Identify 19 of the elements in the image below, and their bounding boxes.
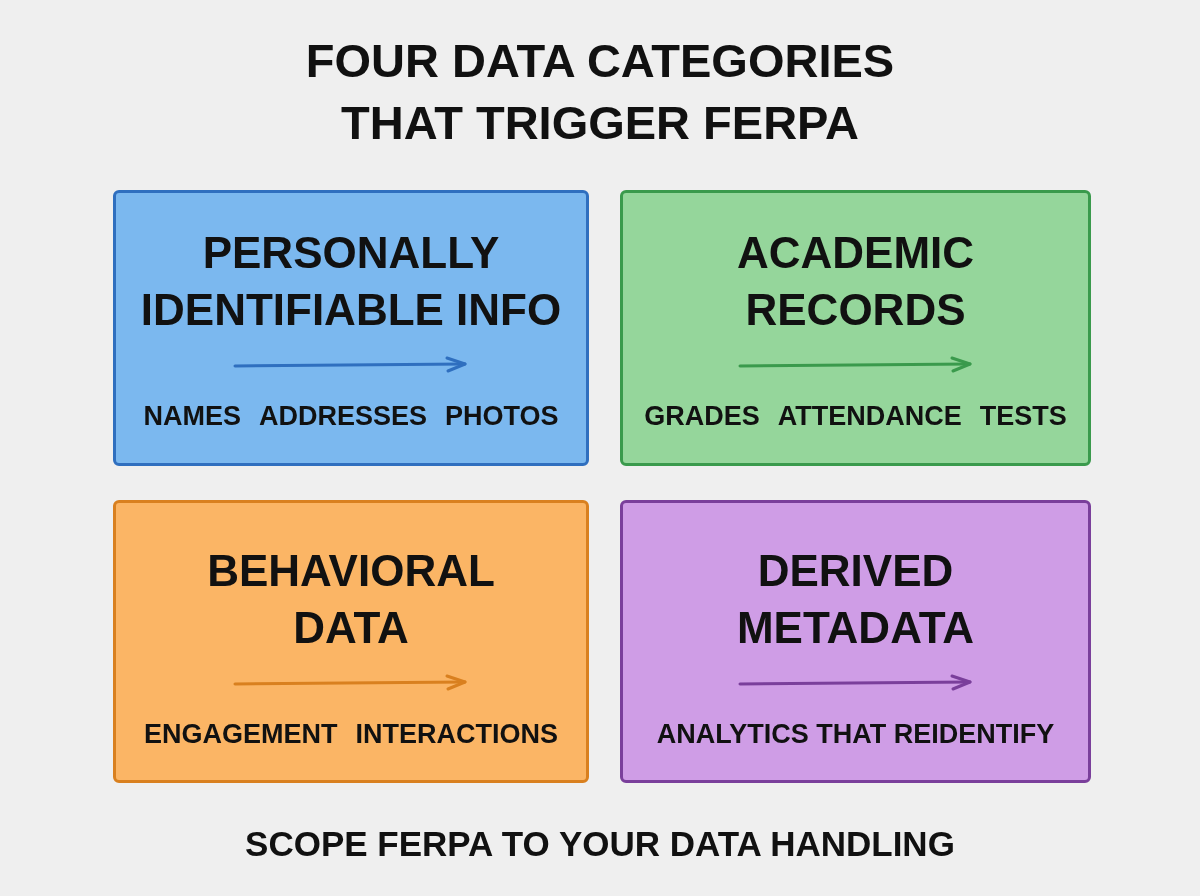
example-label: INTERACTIONS xyxy=(355,718,558,750)
category-card xyxy=(113,500,589,783)
category-card xyxy=(113,190,589,466)
example-label: PHOTOS xyxy=(445,400,559,432)
example-label: ANALYTICS THAT REIDENTIFY xyxy=(656,718,1055,750)
example-label: TESTS xyxy=(979,400,1067,432)
example-label: GRADES xyxy=(644,400,760,432)
example-label: ATTENDANCE xyxy=(777,400,962,432)
category-card xyxy=(620,500,1091,783)
category-heading: BEHAVIORAL DATA xyxy=(206,545,496,654)
example-label: NAMES xyxy=(143,400,241,432)
example-label: ADDRESSES xyxy=(258,400,427,432)
caption: SCOPE FERPA TO YOUR DATA HANDLING xyxy=(244,823,956,865)
example-label: ENGAGEMENT xyxy=(144,718,338,750)
category-heading: DERIVED METADATA xyxy=(735,545,976,654)
category-heading: ACADEMIC RECORDS xyxy=(735,227,976,336)
title: FOUR DATA CATEGORIES THAT TRIGGER FERPA xyxy=(304,33,896,151)
category-card xyxy=(620,190,1091,466)
category-heading: PERSONALLY IDENTIFIABLE INFO xyxy=(139,227,563,336)
